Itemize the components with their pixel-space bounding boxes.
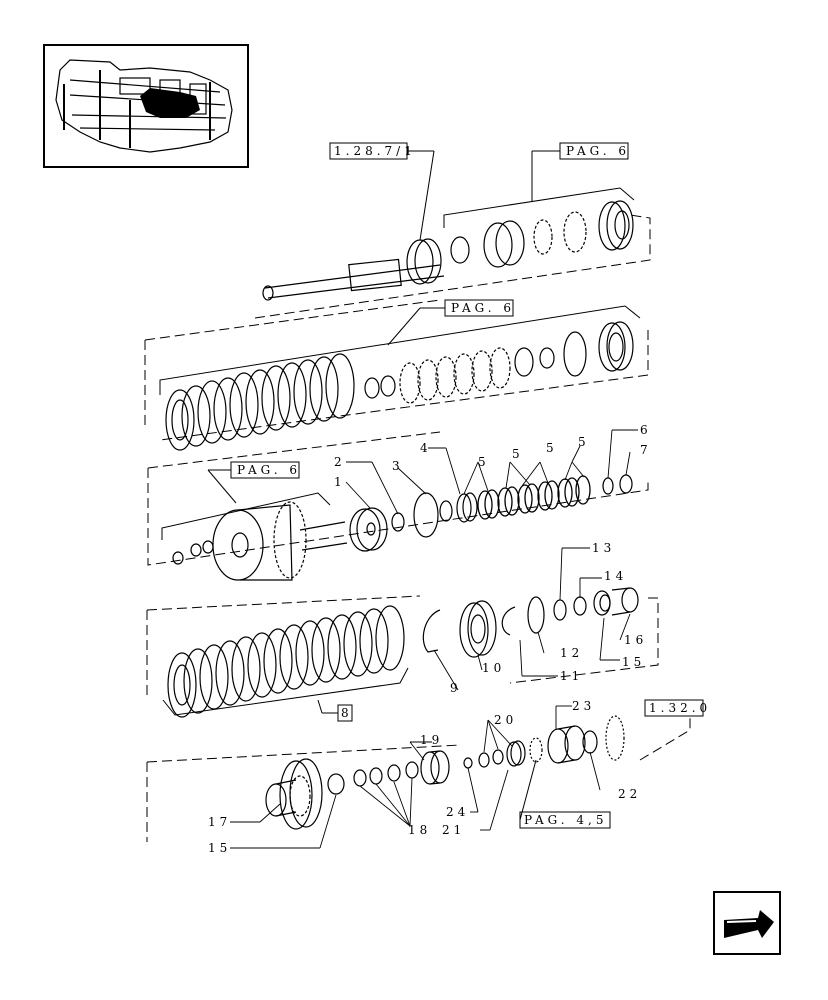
svg-text:1.28.7/1: 1.28.7/1 xyxy=(334,144,416,158)
svg-text:PAG. 6: PAG. 6 xyxy=(451,301,515,315)
row-2-dash-frame xyxy=(144,299,649,441)
callout-5c: 5 xyxy=(546,441,558,455)
row-4-clutch-discs xyxy=(167,587,639,718)
row-3-callout-labels: 1 2 3 4 5 5 5 5 6 7 xyxy=(334,423,652,489)
row-1-dash-frame xyxy=(254,214,651,319)
ref-box-pag-6-c[interactable]: PAG. 6 xyxy=(230,461,301,479)
callout-15a: 15 xyxy=(622,655,645,669)
callout-19: 19 xyxy=(420,733,443,747)
row-4-callout-labels: 9 10 11 12 13 14 16 15 xyxy=(450,541,647,695)
callout-14: 14 xyxy=(604,569,627,583)
row-5-dash-frame xyxy=(146,714,691,842)
ref-box-1-32-0[interactable]: 1.32.0 xyxy=(644,699,711,717)
callout-17: 17 xyxy=(208,815,231,829)
transmission-overview-thumbnail[interactable] xyxy=(43,44,249,168)
row-3-callouts xyxy=(345,429,638,515)
ref-box-8[interactable]: 8 xyxy=(337,704,353,722)
callout-11: 11 xyxy=(560,669,583,683)
callout-4: 4 xyxy=(420,441,432,455)
row-1-shaft-assembly xyxy=(262,200,634,301)
svg-text:PAG. 6: PAG. 6 xyxy=(237,463,301,477)
row-2-clutch-discs xyxy=(165,321,634,451)
callout-23: 23 xyxy=(572,699,595,713)
ref-box-pag-4-5[interactable]: PAG. 4,5 xyxy=(519,811,611,829)
ref-box-pag-6-b[interactable]: PAG. 6 xyxy=(444,299,515,317)
next-page-arrow-icon[interactable] xyxy=(713,891,781,955)
row-5-output-gear-and-parts xyxy=(265,715,625,830)
svg-text:PAG. 4,5: PAG. 4,5 xyxy=(524,813,608,827)
callout-10: 10 xyxy=(482,661,505,675)
svg-text:1.32.0: 1.32.0 xyxy=(649,701,711,715)
bearing-small xyxy=(450,236,470,264)
ref-box-1-28-7-1[interactable]: 1.28.7/1 xyxy=(329,142,416,160)
callout-5b: 5 xyxy=(512,447,524,461)
row-4-bracket xyxy=(162,667,409,716)
callout-16: 16 xyxy=(624,633,647,647)
callout-24: 24 xyxy=(446,805,469,819)
callout-1: 1 xyxy=(334,475,346,489)
callout-13: 13 xyxy=(592,541,615,555)
callout-7: 7 xyxy=(640,443,652,457)
row-5-callouts xyxy=(230,705,601,849)
row-4-dash-frame xyxy=(146,595,659,700)
row-5-callout-labels: 17 15 18 19 20 21 22 23 24 xyxy=(208,699,641,855)
svg-text:PAG. 6: PAG. 6 xyxy=(566,144,630,158)
callout-18: 18 xyxy=(408,823,431,837)
callout-21: 21 xyxy=(442,823,465,837)
row-3-clutch-drum xyxy=(172,474,633,581)
callout-9: 9 xyxy=(450,681,462,695)
callout-15b: 15 xyxy=(208,841,231,855)
row-4-callouts xyxy=(433,547,631,691)
callout-12: 12 xyxy=(560,646,583,660)
callout-5a: 5 xyxy=(478,455,490,469)
callout-2: 2 xyxy=(334,455,346,469)
callout-20: 20 xyxy=(494,713,517,727)
ref-box-pag-6-a[interactable]: PAG. 6 xyxy=(559,142,630,160)
svg-text:8: 8 xyxy=(341,706,353,720)
callout-3: 3 xyxy=(392,459,404,473)
callout-22: 22 xyxy=(618,787,641,801)
callout-6: 6 xyxy=(640,423,652,437)
callout-5d: 5 xyxy=(578,435,590,449)
row-2-bracket xyxy=(159,305,641,395)
row-3-bracket xyxy=(161,492,331,540)
row-3-dash-frame xyxy=(147,431,649,566)
